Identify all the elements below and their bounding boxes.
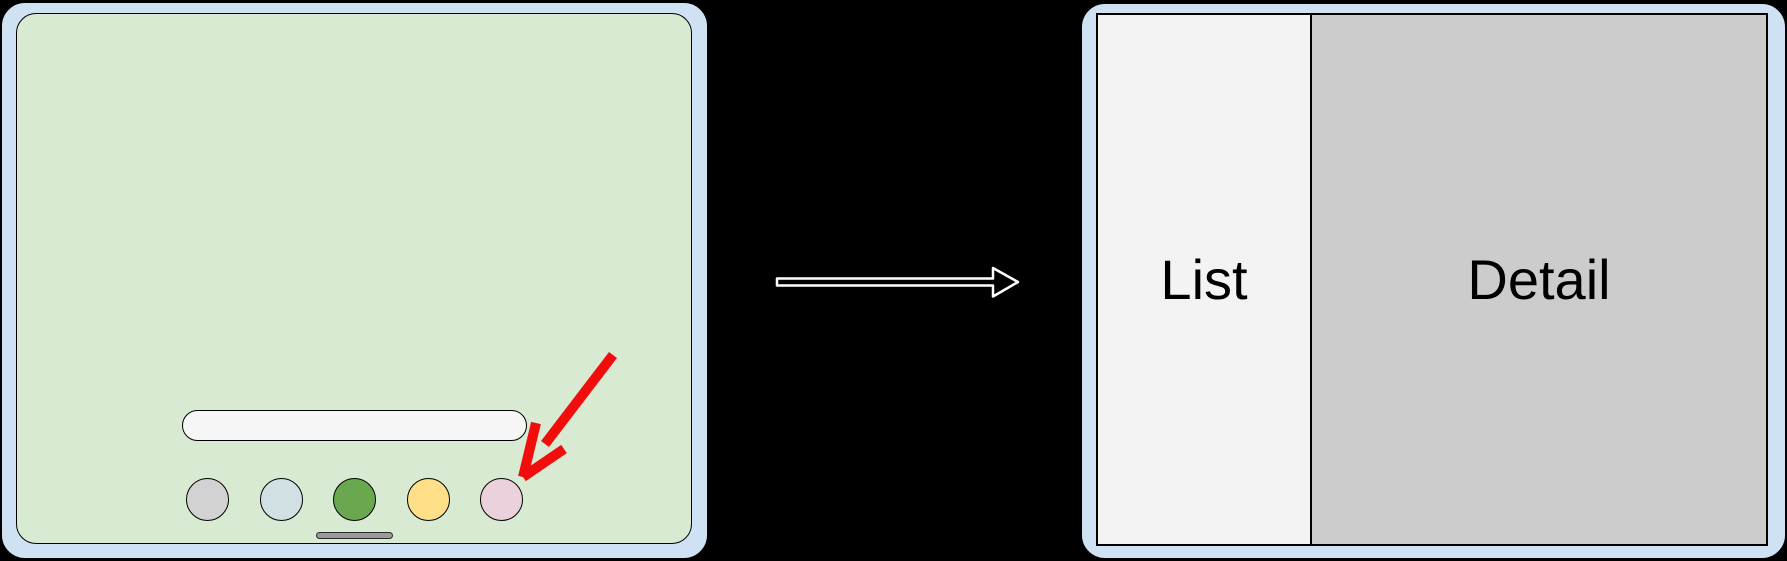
yellow-app-icon[interactable] <box>406 478 450 521</box>
green-app-icon[interactable] <box>333 478 376 521</box>
home-indicator[interactable] <box>316 532 393 539</box>
phone-home-screen <box>16 13 692 544</box>
list-pane: List <box>1098 15 1312 544</box>
tablet-device-frame: List Detail <box>1081 3 1786 559</box>
phone-device-frame <box>1 2 708 559</box>
list-pane-label: List <box>1160 248 1248 311</box>
search-bar[interactable] <box>182 410 527 441</box>
pink-app-icon[interactable] <box>480 478 523 521</box>
gray-app-icon[interactable] <box>186 478 229 521</box>
detail-pane: Detail <box>1312 15 1766 544</box>
transition-arrow-icon <box>775 266 1020 298</box>
app-dock <box>186 478 523 521</box>
detail-pane-label: Detail <box>1467 248 1611 311</box>
blue-app-icon[interactable] <box>259 478 303 521</box>
split-view-container: List Detail <box>1096 13 1768 546</box>
